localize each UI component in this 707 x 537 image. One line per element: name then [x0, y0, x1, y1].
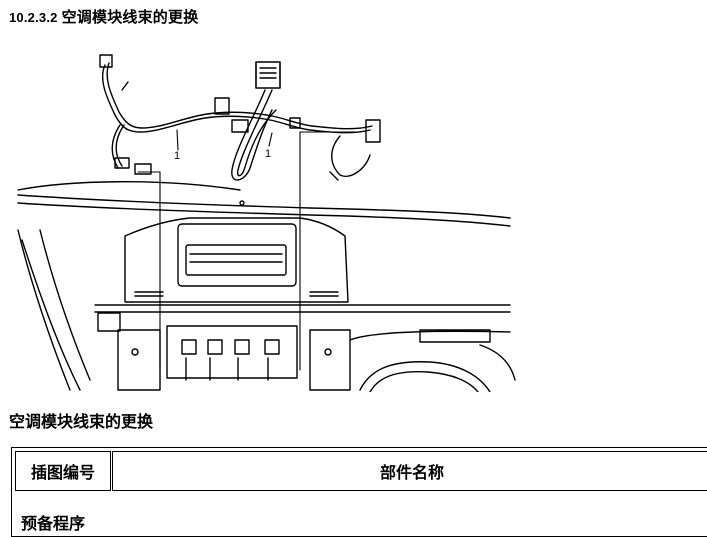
column-header-figure-number: 插图编号 — [15, 451, 111, 491]
callout-label: 1 — [174, 150, 180, 162]
callout-label: 1 — [265, 148, 271, 160]
column-header-part-name: 部件名称 — [112, 451, 707, 491]
leader-lines — [137, 129, 356, 371]
figure-caption: 空调模块线束的更换 — [9, 412, 154, 431]
harness-cable — [101, 62, 373, 181]
section-number: 10.2.3.2 — [9, 10, 58, 25]
harness-connectors — [99, 54, 381, 181]
table-header-row: 插图编号 部件名称 — [13, 449, 707, 493]
preliminary-procedure-heading: 预备程序 — [21, 514, 86, 533]
section-title: 空调模块线束的更换 — [61, 8, 199, 26]
parts-table: 插图编号 部件名称 预备程序 — [11, 447, 707, 537]
wiring-harness-illustration: 1 1 — [17, 54, 516, 392]
dashboard-outline — [17, 181, 516, 392]
